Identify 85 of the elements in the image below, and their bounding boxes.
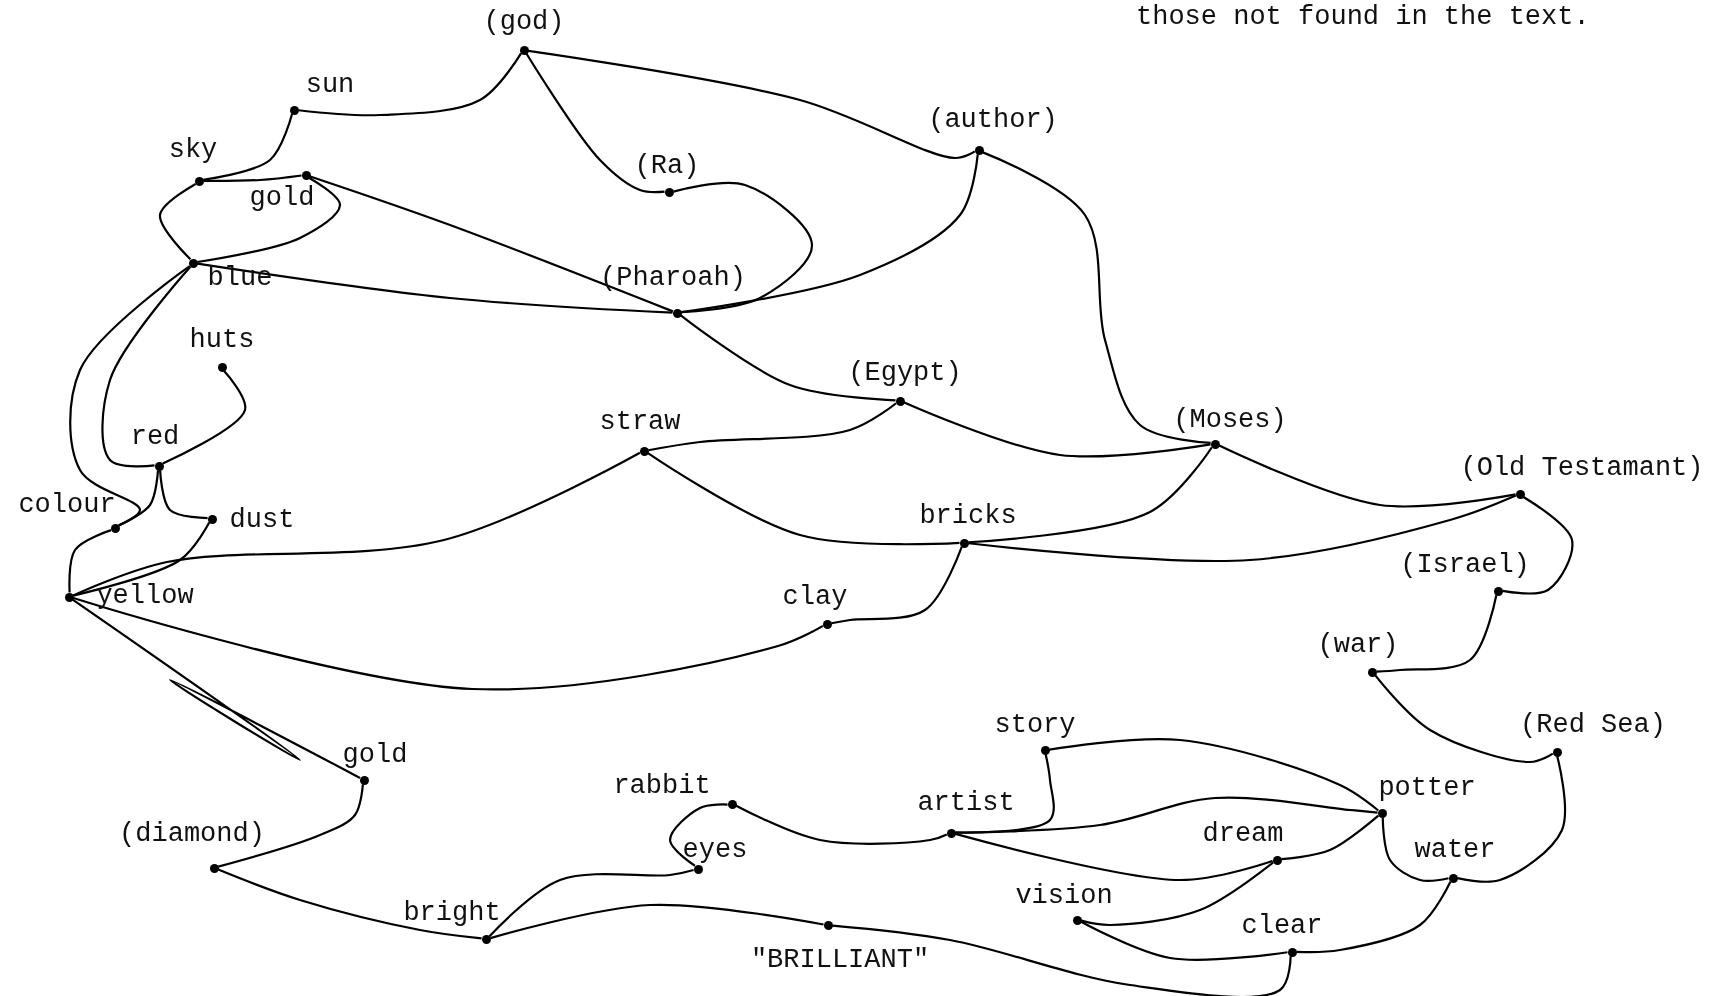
word-label: (Egypt) — [848, 359, 962, 387]
connector-line — [68, 529, 112, 593]
word-label: huts — [189, 326, 255, 354]
word-label: water — [1414, 836, 1496, 864]
word-label: eyes — [682, 836, 748, 864]
connector-line — [72, 598, 361, 779]
connector-line — [1080, 920, 1288, 961]
word-label: (Red Sea) — [1520, 711, 1666, 739]
connector-line — [309, 175, 674, 313]
connector-line — [101, 265, 192, 468]
word-label: (Israel) — [1400, 551, 1530, 579]
connector-line — [1376, 594, 1498, 673]
word-label: artist — [917, 789, 1015, 817]
word-label: clear — [1241, 912, 1323, 940]
word-label: yellow — [96, 582, 194, 610]
word-label: dream — [1202, 820, 1284, 848]
connector-line — [903, 401, 1211, 458]
connector-line — [1457, 756, 1567, 883]
word-label: bright — [403, 899, 501, 927]
connector-line — [832, 924, 1292, 996]
connector-line — [1374, 674, 1554, 764]
word-label: rabbit — [613, 772, 711, 800]
word-label: (Moses) — [1173, 406, 1287, 434]
word-label: vision — [1015, 882, 1113, 910]
connector-line — [528, 49, 976, 160]
word-label: clay — [782, 583, 848, 611]
word-label: red — [130, 423, 180, 451]
connector-line — [217, 868, 482, 940]
word-label: (god) — [483, 8, 565, 36]
connector-line — [298, 52, 522, 117]
connector-line — [1281, 814, 1380, 861]
word-label: colour — [18, 491, 116, 519]
connector-line — [162, 370, 247, 465]
connector-line — [488, 868, 694, 937]
connector-line — [955, 832, 1273, 882]
connector-line — [1218, 444, 1516, 508]
word-label: blue — [207, 264, 273, 292]
connector-line — [203, 113, 294, 181]
connector-line — [673, 181, 814, 314]
connector-line — [159, 470, 208, 520]
connector-line — [968, 494, 1517, 562]
word-label: bricks — [919, 502, 1017, 530]
connector-line — [203, 174, 302, 183]
connector-line — [668, 803, 728, 867]
word-label: sky — [168, 136, 218, 164]
note-text: those not found in the text. — [1136, 2, 1590, 32]
connector-line — [1502, 496, 1574, 595]
connector-line — [72, 451, 641, 597]
word-label: (Old Testamant) — [1460, 454, 1704, 482]
connector-line — [968, 446, 1213, 544]
word-label: straw — [599, 408, 681, 436]
word-label: (author) — [928, 106, 1058, 134]
word-label: (Pharoah) — [600, 264, 746, 292]
connector-line — [1049, 738, 1379, 812]
connector-line — [118, 470, 160, 527]
connector-line — [680, 314, 896, 402]
connector-line — [681, 154, 979, 314]
connector-line — [218, 784, 364, 868]
connector-line — [197, 177, 342, 264]
connector-line — [1081, 861, 1274, 927]
connector-line — [1296, 881, 1452, 954]
connector-line — [1381, 817, 1449, 882]
connector-line — [735, 804, 948, 845]
word-label: sun — [305, 71, 355, 99]
connector-line — [73, 522, 211, 597]
connector-line — [648, 402, 897, 452]
connector-line — [982, 151, 1211, 444]
word-label: story — [994, 711, 1076, 739]
word-label: gold — [342, 741, 408, 769]
connector-line — [831, 546, 963, 625]
word-label: (war) — [1317, 631, 1399, 659]
connector-line — [955, 796, 1378, 834]
connector-line — [158, 183, 197, 261]
word-label: (Ra) — [634, 152, 700, 180]
connector-line — [197, 262, 673, 314]
word-label: gold — [249, 184, 315, 212]
word-label: potter — [1378, 774, 1476, 802]
connector-line — [647, 452, 960, 546]
connector-line — [73, 596, 824, 691]
connector-line — [490, 903, 824, 940]
word-label: (diamond) — [119, 820, 265, 848]
word-label: dust — [229, 506, 295, 534]
connector-line — [955, 754, 1055, 834]
connector-line — [525, 53, 665, 194]
word-label: "BRILLIANT" — [750, 946, 930, 974]
